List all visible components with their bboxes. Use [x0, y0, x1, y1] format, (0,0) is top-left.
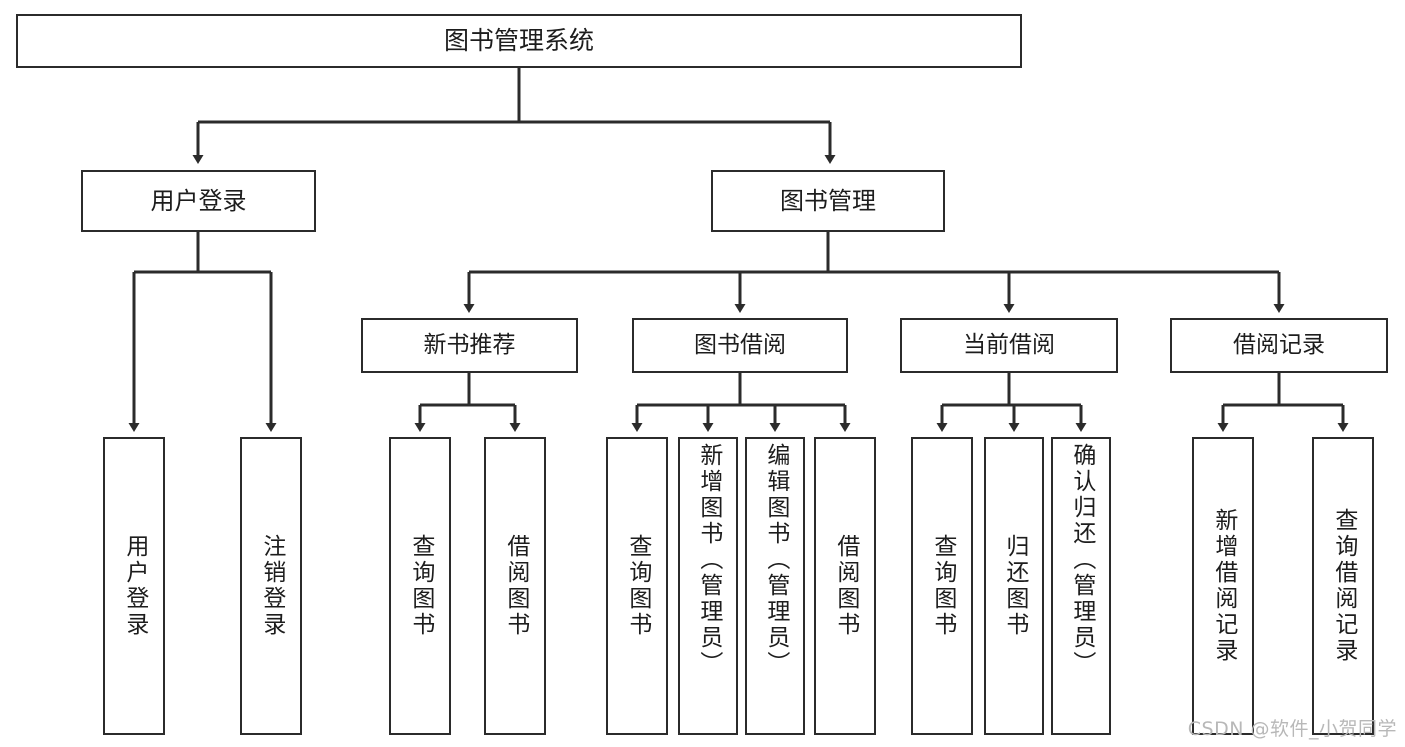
leaf-return-book-label: 归还图书 — [1001, 534, 1028, 638]
leaf-borrow-book-2-label: 借阅图书 — [832, 534, 859, 638]
leaf-query-book-3-label: 查询图书 — [929, 534, 956, 638]
leaf-query-borrow-record-label: 查询借阅记录 — [1330, 508, 1357, 664]
leaf-query-book-2-label: 查询图书 — [624, 534, 651, 638]
node-borrow-record[interactable]: 借阅记录 — [1170, 318, 1388, 373]
leaf-query-book-1[interactable]: 查询图书 — [389, 437, 451, 735]
node-new-book-recommend-label: 新书推荐 — [423, 331, 516, 358]
csdn-watermark: CSDN @软件_小贺同学 — [1187, 718, 1397, 740]
node-book-borrow[interactable]: 图书借阅 — [632, 318, 848, 373]
leaf-borrow-book-1[interactable]: 借阅图书 — [484, 437, 546, 735]
leaf-add-borrow-record[interactable]: 新增借阅记录 — [1192, 437, 1254, 735]
node-book-management[interactable]: 图书管理 — [711, 170, 945, 232]
node-user-login-label: 用户登录 — [150, 186, 247, 215]
node-borrow-record-label: 借阅记录 — [1233, 331, 1325, 358]
leaf-logout-label: 注销登录 — [258, 534, 285, 638]
leaf-query-book-3[interactable]: 查询图书 — [911, 437, 973, 735]
leaf-return-book[interactable]: 归还图书 — [984, 437, 1044, 735]
leaf-confirm-return-admin[interactable]: 确认归还（管理员） — [1051, 437, 1111, 735]
node-current-borrow-label: 当前借阅 — [963, 331, 1055, 358]
leaf-add-book-admin[interactable]: 新增图书（管理员） — [678, 437, 738, 735]
leaf-borrow-book-1-label: 借阅图书 — [502, 534, 529, 638]
leaf-query-book-1-label: 查询图书 — [407, 534, 434, 638]
leaf-confirm-return-admin-label: 确认归还（管理员） — [1068, 443, 1095, 677]
leaf-query-borrow-record[interactable]: 查询借阅记录 — [1312, 437, 1374, 735]
leaf-edit-book-admin-label: 编辑图书（管理员） — [762, 443, 789, 677]
node-user-login[interactable]: 用户登录 — [81, 170, 316, 232]
leaf-edit-book-admin[interactable]: 编辑图书（管理员） — [745, 437, 805, 735]
node-root-label: 图书管理系统 — [443, 26, 594, 55]
leaf-add-borrow-record-label: 新增借阅记录 — [1210, 508, 1237, 664]
leaf-user-login-label: 用户登录 — [121, 534, 148, 638]
node-root[interactable]: 图书管理系统 — [16, 14, 1022, 68]
leaf-query-book-2[interactable]: 查询图书 — [606, 437, 668, 735]
leaf-user-login[interactable]: 用户登录 — [103, 437, 165, 735]
leaf-borrow-book-2[interactable]: 借阅图书 — [814, 437, 876, 735]
node-book-borrow-label: 图书借阅 — [694, 331, 786, 358]
leaf-add-book-admin-label: 新增图书（管理员） — [695, 443, 722, 677]
node-new-book-recommend[interactable]: 新书推荐 — [361, 318, 578, 373]
node-book-management-label: 图书管理 — [780, 186, 876, 215]
node-current-borrow[interactable]: 当前借阅 — [900, 318, 1118, 373]
leaf-logout[interactable]: 注销登录 — [240, 437, 302, 735]
